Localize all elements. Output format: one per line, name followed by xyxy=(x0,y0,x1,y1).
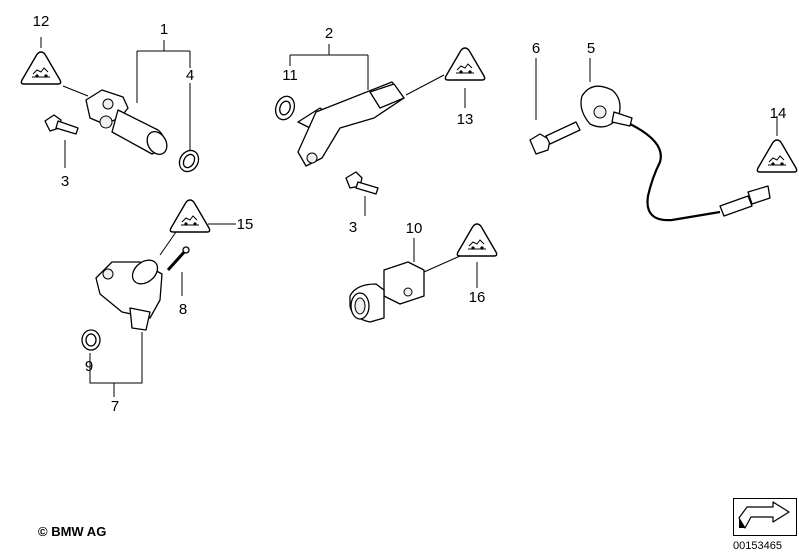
crankshaft-sensor-part xyxy=(297,81,405,167)
part-number-2: 2 xyxy=(325,25,333,42)
temperature-sensor-part xyxy=(349,261,425,323)
part-number-5: 5 xyxy=(587,40,595,57)
navigation-arrow-icon[interactable] xyxy=(733,498,797,536)
part-number-6: 6 xyxy=(532,40,540,57)
o-ring-part xyxy=(81,329,101,351)
screw-part xyxy=(166,246,190,272)
part-number-11: 11 xyxy=(282,67,298,84)
warning-triangle-icon xyxy=(756,139,798,173)
part-number-10: 10 xyxy=(406,220,423,237)
part-number-3-middle: 3 xyxy=(349,219,357,236)
camshaft-sensor-part xyxy=(85,89,168,155)
part-number-13: 13 xyxy=(457,111,474,128)
part-number-4: 4 xyxy=(186,67,194,84)
diagram-id-label: 00153465 xyxy=(733,540,782,552)
warning-triangle-icon xyxy=(20,51,62,85)
warning-triangle-icon xyxy=(444,47,486,81)
knock-sensor-part xyxy=(580,85,771,222)
part-number-3-left: 3 xyxy=(61,173,69,190)
part-number-16: 16 xyxy=(469,289,486,306)
part-number-8: 8 xyxy=(179,301,187,318)
o-ring-part xyxy=(274,95,296,121)
copyright-notice: © BMW AG xyxy=(38,524,107,539)
bolt-part xyxy=(345,171,379,195)
crankshaft-sensor-assembly: 2 11 13 3 xyxy=(274,25,486,236)
pressure-sensor-part xyxy=(95,259,163,331)
part-number-9: 9 xyxy=(85,358,93,375)
part-number-12: 12 xyxy=(33,13,50,30)
part-number-14: 14 xyxy=(770,105,787,122)
warning-triangle-icon xyxy=(456,223,498,257)
warning-triangle-icon xyxy=(169,199,211,233)
part-number-15: 15 xyxy=(237,216,254,233)
pressure-sensor-assembly: 15 8 9 7 xyxy=(81,199,254,415)
knock-sensor-assembly: 6 5 14 xyxy=(529,40,798,222)
bolt-part xyxy=(44,114,79,135)
camshaft-sensor-assembly: 1 4 12 3 xyxy=(20,13,200,190)
o-ring-part xyxy=(178,149,200,173)
part-number-7: 7 xyxy=(111,398,119,415)
bolt-part xyxy=(529,121,581,155)
temperature-sensor-assembly: 10 16 xyxy=(349,220,498,323)
part-number-1: 1 xyxy=(160,21,168,38)
